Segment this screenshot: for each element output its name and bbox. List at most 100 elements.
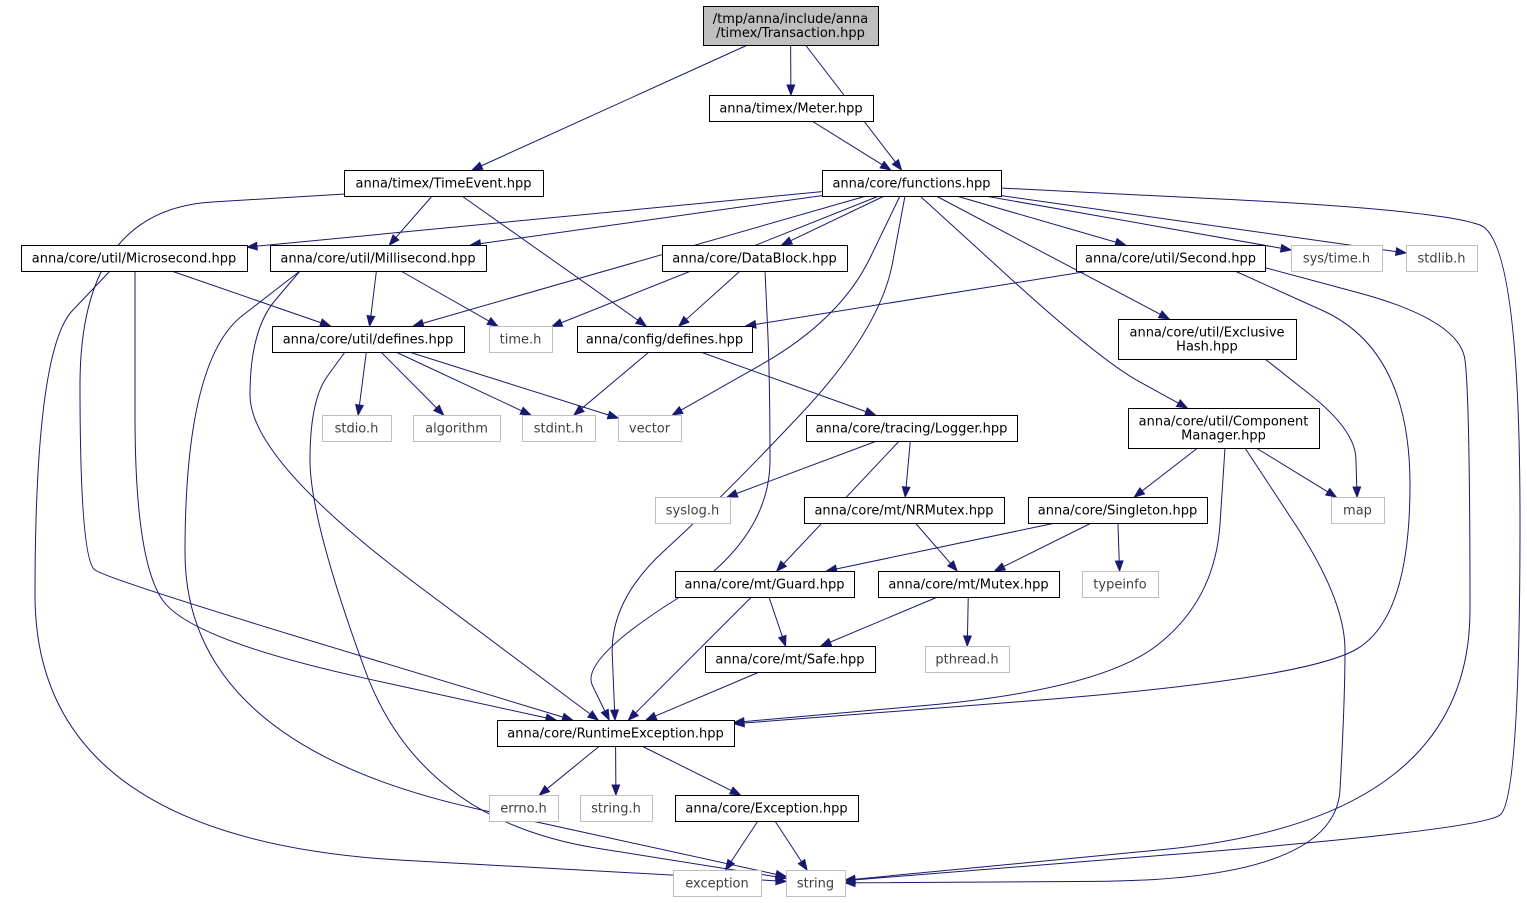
node-label-second: anna/core/util/Second.hpp [1085, 252, 1256, 267]
edge-line-functions-to-exclusivehash [935, 195, 1161, 315]
node-microsecond[interactable]: anna/core/util/Microsecond.hpp [21, 245, 248, 272]
node-second[interactable]: anna/core/util/Second.hpp [1076, 245, 1266, 272]
edge-microsecond-to-string [34, 270, 788, 886]
edge-line-millisecond-to-utildefines [370, 270, 377, 317]
node-runtimeexception[interactable]: anna/core/RuntimeException.hpp [497, 720, 735, 747]
node-logger[interactable]: anna/core/tracing/Logger.hpp [806, 415, 1018, 442]
node-box-logger [806, 415, 1018, 442]
edge-functions-to-systime [985, 195, 1293, 253]
node-configdefines[interactable]: anna/config/defines.hpp [577, 326, 753, 353]
node-datablock[interactable]: anna/core/DataBlock.hpp [662, 245, 848, 272]
node-label-exclusivehash-line2: Hash.hpp [1176, 340, 1238, 355]
node-box-functions [822, 170, 1002, 197]
edge-transaction-to-meter [786, 44, 796, 97]
edge-mutex-to-pthread [962, 596, 972, 648]
node-box-meter [709, 95, 874, 122]
node-utildefines[interactable]: anna/core/util/defines.hpp [272, 326, 465, 353]
node-mutex[interactable]: anna/core/mt/Mutex.hpp [878, 571, 1060, 598]
node-stdint: stdint.h [522, 415, 596, 442]
node-box-exclusivehash [1118, 319, 1297, 360]
edge-line-safe-to-runtimeexception [655, 671, 760, 717]
edge-runtimeexception-to-exception_hpp [641, 745, 742, 796]
node-string: string [786, 870, 846, 897]
node-box-configdefines [577, 326, 753, 353]
edge-line-runtimeexception-to-exception_hpp [641, 745, 732, 791]
edge-arrowhead-componentmanager-to-string [843, 878, 856, 888]
edge-arrowhead-nrmutex-to-mutex [946, 560, 959, 573]
edge-utildefines-to-string [309, 351, 788, 882]
edge-arrowhead-functions-to-systime [1279, 243, 1293, 253]
node-label-exception_hpp: anna/core/Exception.hpp [685, 802, 847, 817]
node-nrmutex[interactable]: anna/core/mt/NRMutex.hpp [804, 497, 1005, 524]
node-timeevent[interactable]: anna/timex/TimeEvent.hpp [344, 170, 544, 197]
edge-line-millisecond-to-string [184, 270, 777, 875]
edge-line-timeevent-to-runtimeexception [79, 193, 564, 718]
node-box-mutex [878, 571, 1060, 598]
edge-componentmanager-to-string [843, 447, 1346, 888]
edge-line-guard-to-runtimeexception [635, 596, 752, 714]
node-label-map: map [1343, 504, 1372, 519]
node-stdlib: stdlib.h [1406, 245, 1478, 272]
edge-line-singleton-to-typeinfo [1117, 522, 1120, 562]
node-singleton[interactable]: anna/core/Singleton.hpp [1028, 497, 1208, 524]
edge-line-second-to-runtimeexception [743, 270, 1411, 724]
edge-arrowhead-functions-to-utildefines [411, 318, 425, 328]
node-box-stringh [580, 795, 653, 822]
node-box-runtimeexception [497, 720, 735, 747]
edge-line-second-to-configdefines [755, 270, 1090, 325]
node-safe[interactable]: anna/core/mt/Safe.hpp [705, 646, 876, 673]
edge-singleton-to-typeinfo [1114, 522, 1124, 573]
edge-functions-to-componentmanager [919, 195, 1189, 409]
edge-line-functions-to-vector [680, 195, 901, 411]
node-box-stdio [322, 415, 392, 442]
edge-arrowhead-timeevent-to-millisecond [388, 234, 400, 247]
node-label-guard: anna/core/mt/Guard.hpp [685, 578, 845, 593]
node-functions[interactable]: anna/core/functions.hpp [822, 170, 1002, 197]
node-millisecond[interactable]: anna/core/util/Millisecond.hpp [270, 245, 487, 272]
node-label-transaction-line2: /timex/Transaction.hpp [716, 26, 865, 41]
node-box-syslog [655, 497, 731, 524]
node-label-stdlib: stdlib.h [1418, 252, 1466, 267]
node-label-componentmanager-line1: anna/core/util/Component [1139, 415, 1309, 430]
edge-arrowhead-componentmanager-to-singleton [1133, 486, 1146, 498]
edge-timeevent-to-runtimeexception [79, 193, 574, 722]
node-label-componentmanager-line2: Manager.hpp [1181, 429, 1266, 444]
edge-line-datablock-to-configdefines [686, 270, 741, 320]
node-transaction[interactable]: /tmp/anna/include/anna/timex/Transaction… [703, 6, 879, 46]
node-meter[interactable]: anna/timex/Meter.hpp [709, 95, 874, 122]
edge-utildefines-to-algorithm [380, 351, 445, 416]
edge-millisecond-to-timeh [400, 270, 499, 327]
edge-runtimeexception-to-errno [538, 745, 600, 796]
node-label-mutex: anna/core/mt/Mutex.hpp [888, 578, 1048, 593]
edge-line-functions-to-utildefines [422, 195, 867, 324]
edge-arrowhead-componentmanager-to-map [1324, 487, 1338, 498]
node-box-guard [675, 571, 855, 598]
node-box-vector [618, 415, 682, 442]
edge-line-functions-to-runtimeexception [611, 195, 906, 711]
edge-arrowhead-meter-to-functions [879, 160, 892, 171]
edge-line-microsecond-to-runtimeexception [134, 271, 547, 719]
edge-second-to-configdefines [744, 270, 1090, 329]
edge-line-configdefines-to-logger [700, 351, 867, 413]
edge-line-componentmanager-to-runtimeexception [743, 447, 1226, 723]
edge-arrowhead-utildefines-to-algorithm [432, 404, 445, 416]
node-label-pthread: pthread.h [935, 653, 998, 668]
edge-arrowhead-safe-to-runtimeexception [644, 711, 658, 721]
node-box-utildefines [272, 326, 465, 353]
edge-arrowhead-microsecond-to-utildefines [319, 318, 332, 327]
node-label-systime: sys/time.h [1303, 252, 1370, 267]
edge-arrowhead-millisecond-to-runtimeexception [586, 710, 600, 721]
node-box-systime [1291, 245, 1383, 272]
edge-exception_hpp-to-exception [724, 820, 759, 872]
edge-line-millisecond-to-timeh [400, 270, 490, 322]
node-exception_hpp[interactable]: anna/core/Exception.hpp [675, 795, 859, 822]
node-guard[interactable]: anna/core/mt/Guard.hpp [675, 571, 855, 598]
edge-arrowhead-functions-to-microsecond [245, 241, 258, 251]
edge-millisecond-to-utildefines [366, 270, 377, 328]
node-box-datablock [662, 245, 848, 272]
node-label-timeh: time.h [500, 333, 542, 348]
edge-arrowhead-functions-to-exclusivehash [1157, 310, 1171, 320]
node-label-vector: vector [629, 422, 671, 437]
